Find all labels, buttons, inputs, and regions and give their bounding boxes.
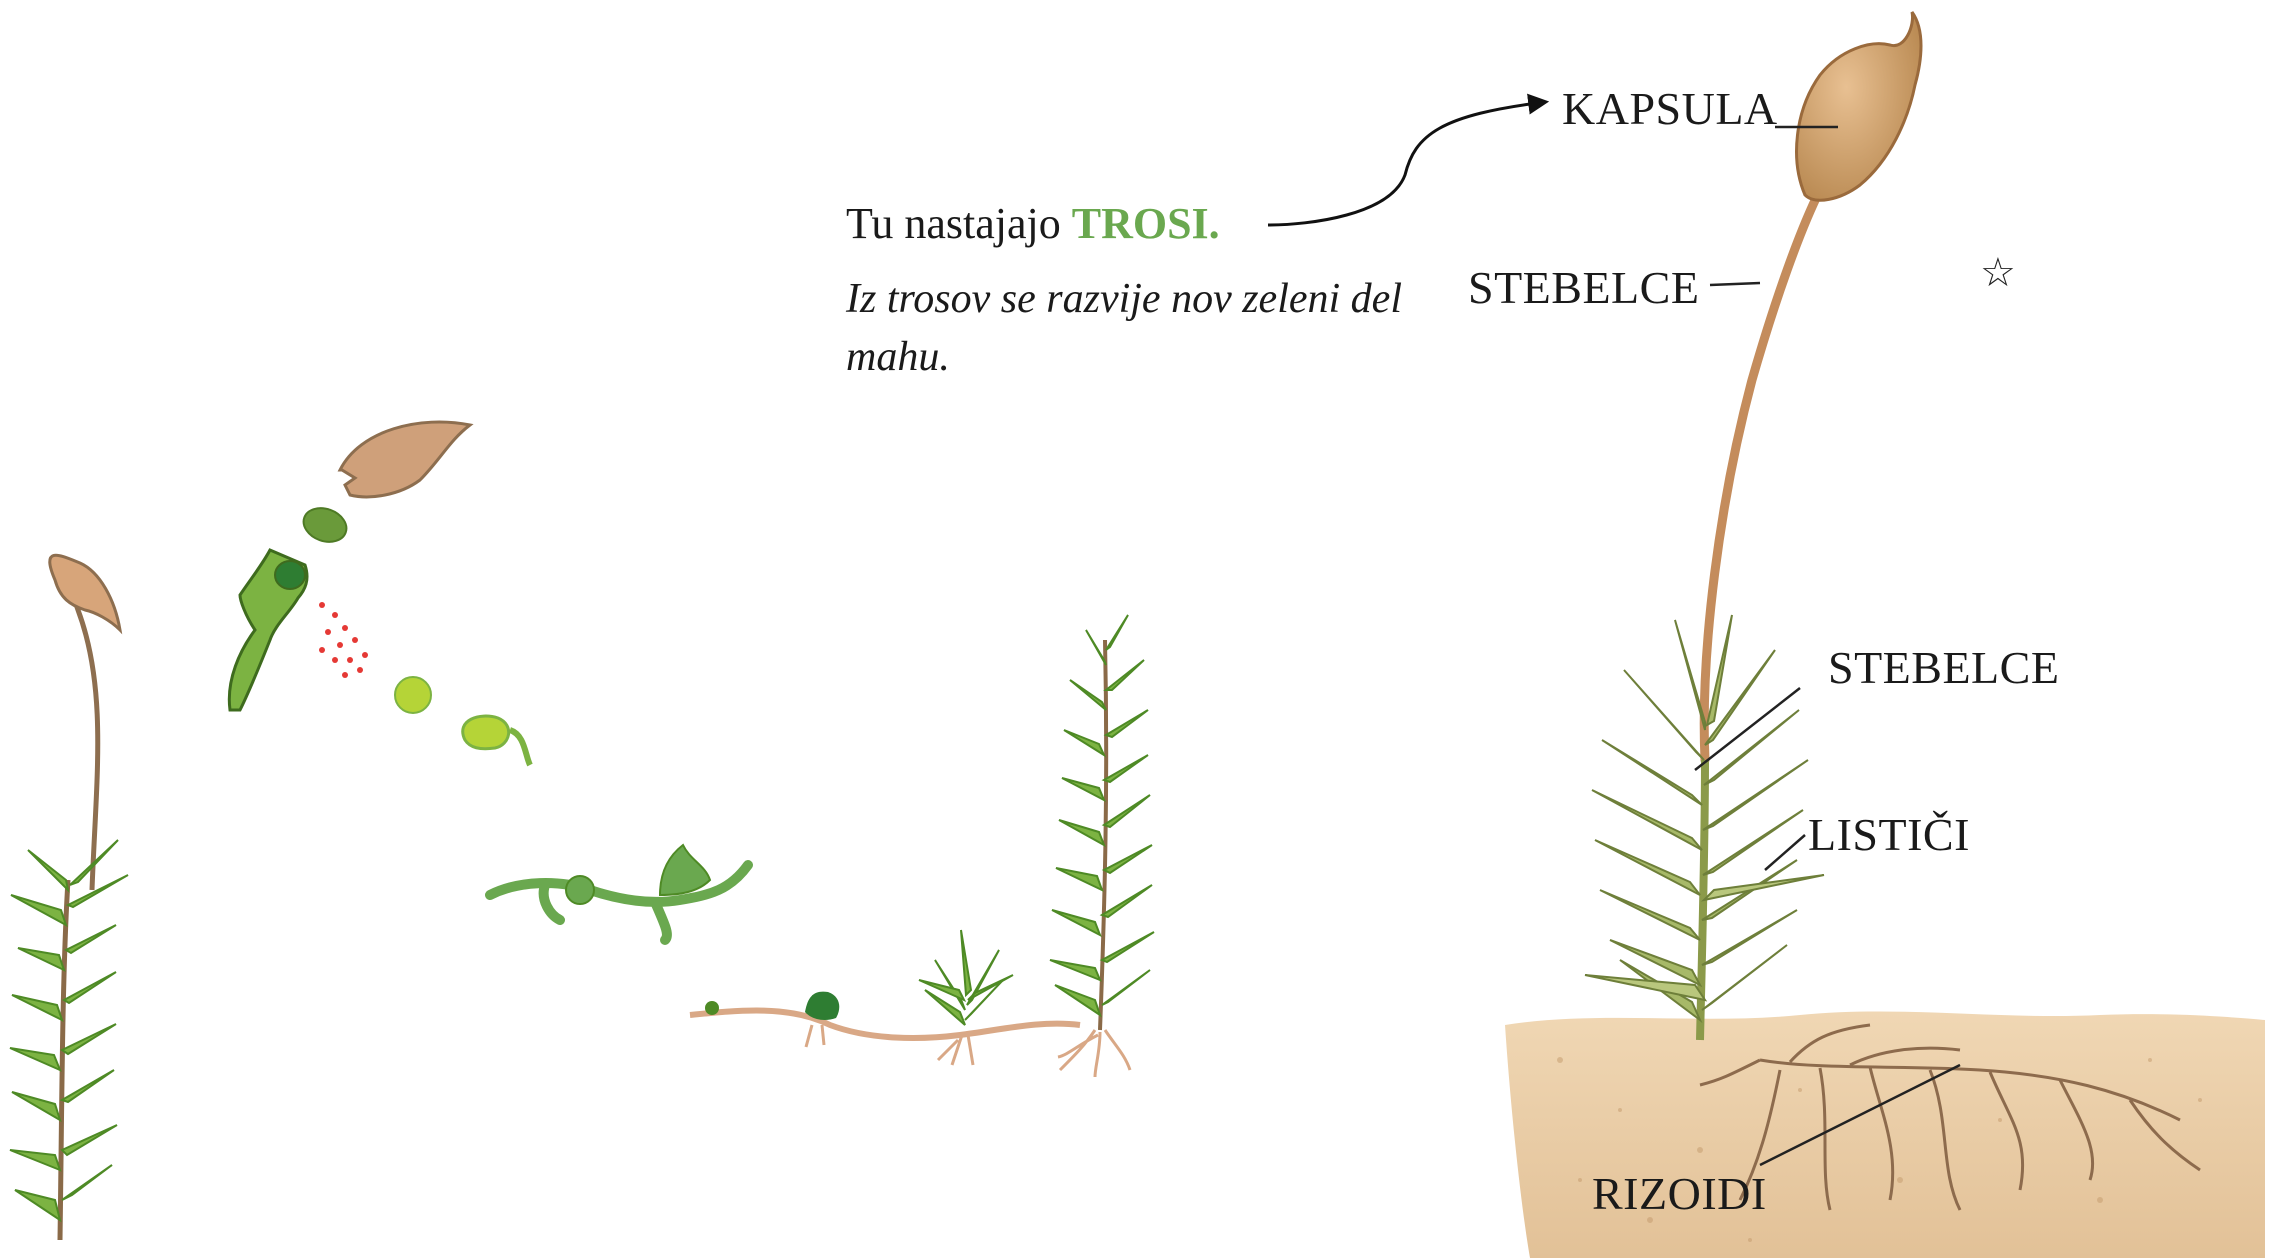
soil-block	[1505, 1011, 2265, 1258]
spores-caption: Tu nastajajo TROSI.	[846, 198, 1220, 249]
label-kapsula: KAPSULA	[1562, 82, 1778, 135]
spore-single	[395, 677, 431, 713]
capsule-left	[50, 555, 120, 630]
label-listici: LISTIČI	[1808, 808, 1970, 861]
label-rizoidi: RIZOIDI	[1592, 1167, 1767, 1220]
young-gametophyte-row	[690, 615, 1154, 1077]
capsule-right	[1797, 12, 1921, 200]
open-capsule	[229, 550, 307, 710]
spores-cloud	[319, 602, 368, 678]
spores-caption-prefix: Tu nastajajo	[846, 199, 1072, 248]
spore-germinating	[463, 716, 530, 765]
spores-caption-highlight: TROSI.	[1072, 199, 1220, 248]
label-stebelce-top: STEBELCE	[1468, 261, 1699, 314]
star-icon: ☆	[1980, 250, 2016, 296]
caption-arrow	[1268, 102, 1545, 225]
spores-note: Iz trosov se razvije nov zeleni del mahu…	[846, 270, 1406, 386]
capsule-lid	[340, 422, 470, 497]
label-stebelce-mid: STEBELCE	[1828, 641, 2059, 694]
operculum	[299, 502, 351, 547]
mature-moss-plant	[10, 555, 128, 1240]
